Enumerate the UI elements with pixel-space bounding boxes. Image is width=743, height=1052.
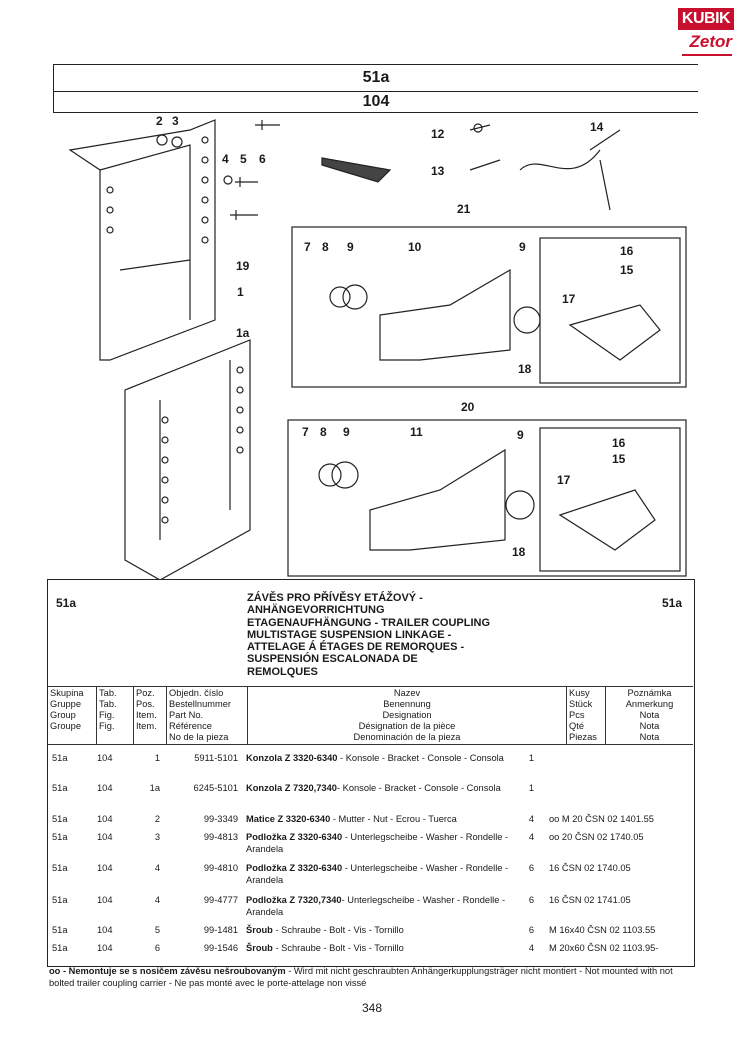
bolt-6-shape — [255, 120, 280, 130]
nut-2-shape — [156, 134, 168, 146]
title-line: ATTELAGE Á ÉTAGES DE REMORQUES - — [247, 641, 465, 654]
title-line: ANHÄNGEVORRICHTUNG — [247, 604, 385, 617]
callout-9: 9 — [347, 240, 354, 254]
parts-table-box — [47, 579, 695, 967]
callout-9b: 9 — [343, 425, 350, 439]
callout-9b-right: 9 — [517, 428, 524, 442]
callout-12: 12 — [431, 127, 445, 141]
pin-14-shape — [589, 129, 621, 211]
callout-15b: 15 — [612, 452, 626, 466]
callout-17: 17 — [562, 292, 576, 306]
logo-underline — [682, 54, 732, 62]
washer-3-shape — [171, 136, 183, 148]
logo-zetor-text: Zetor — [689, 32, 733, 51]
callout-18b: 18 — [512, 545, 526, 559]
section-code-right: 51a — [662, 596, 683, 610]
page-number: 348 — [361, 1001, 383, 1015]
assembly-21-box — [291, 226, 687, 388]
pin-13-shape — [469, 159, 501, 171]
callout-15: 15 — [620, 263, 634, 277]
col-tab: Tab.Tab. Fig.Fig. — [96, 686, 134, 745]
detail-18-box-a — [539, 237, 681, 384]
hook-17-shape — [568, 304, 661, 361]
console-11-shape — [369, 448, 506, 551]
callout-21: 21 — [457, 202, 471, 216]
callout-13: 13 — [431, 164, 445, 178]
bolt-19-shape — [230, 210, 258, 220]
title-line: SUSPENSIÓN ESCALONADA DE — [247, 653, 418, 666]
callout-6: 6 — [259, 152, 266, 166]
callout-16: 16 — [620, 244, 634, 258]
callout-14: 14 — [590, 120, 604, 134]
section-title: ZÁVĚS PRO PŘÍVĚSY ETÁŽOVÝ - ANHÄNGEVORRI… — [247, 592, 507, 678]
bolt-5-shape — [235, 177, 258, 187]
callout-8: 8 — [322, 240, 329, 254]
callout-1a: 1a — [236, 326, 250, 340]
callout-16b: 16 — [612, 436, 626, 450]
callout-3: 3 — [172, 114, 179, 128]
callout-7b: 7 — [302, 425, 309, 439]
console-10-shape — [379, 268, 511, 361]
callout-10: 10 — [408, 240, 422, 254]
title-line: ETAGENAUFHÄNGUNG - TRAILER COUPLING — [247, 616, 491, 629]
callout-17b: 17 — [557, 473, 571, 487]
kubik-zetor-logo: KUBIK Zetor — [678, 8, 734, 64]
callout-11: 11 — [410, 425, 423, 439]
callout-4: 4 — [222, 152, 229, 166]
table-number: 104 — [54, 92, 698, 113]
exploded-parts-drawing — [68, 119, 687, 580]
detail-18-box-b — [539, 427, 681, 572]
footnote: oo - Nemontuje se s nosičem závěsu nešro… — [49, 966, 673, 988]
logo-kubik-text: KUBIK — [678, 8, 734, 30]
bracket-1-shape — [68, 119, 216, 361]
title-line: REMOLQUES — [247, 665, 318, 678]
title-line: ZÁVĚS PRO PŘÍVĚSY ETÁŽOVÝ - — [247, 592, 423, 604]
callout-8b: 8 — [320, 425, 327, 439]
page-header: 51a 104 — [53, 64, 698, 113]
bush-9b-shape — [505, 490, 535, 520]
group-code: 51a — [54, 65, 698, 92]
callout-7: 7 — [304, 240, 311, 254]
callout-20: 20 — [461, 400, 475, 414]
assembly-20-box — [287, 419, 687, 577]
hook-17b-shape — [558, 489, 656, 551]
callout-18: 18 — [518, 362, 532, 376]
bush-9-shape — [513, 306, 541, 334]
col-poz: Poz.Pos. Item.Item. — [133, 686, 167, 745]
callout-1: 1 — [237, 285, 244, 299]
callout-5: 5 — [240, 152, 247, 166]
callout-2: 2 — [156, 114, 163, 128]
callout-19: 19 — [236, 259, 250, 273]
section-code-left: 51a — [56, 596, 77, 610]
callout-9-right: 9 — [519, 240, 526, 254]
title-line: MULTISTAGE SUSPENSION LINKAGE - — [247, 628, 452, 641]
bracket-1a-shape — [124, 339, 251, 580]
